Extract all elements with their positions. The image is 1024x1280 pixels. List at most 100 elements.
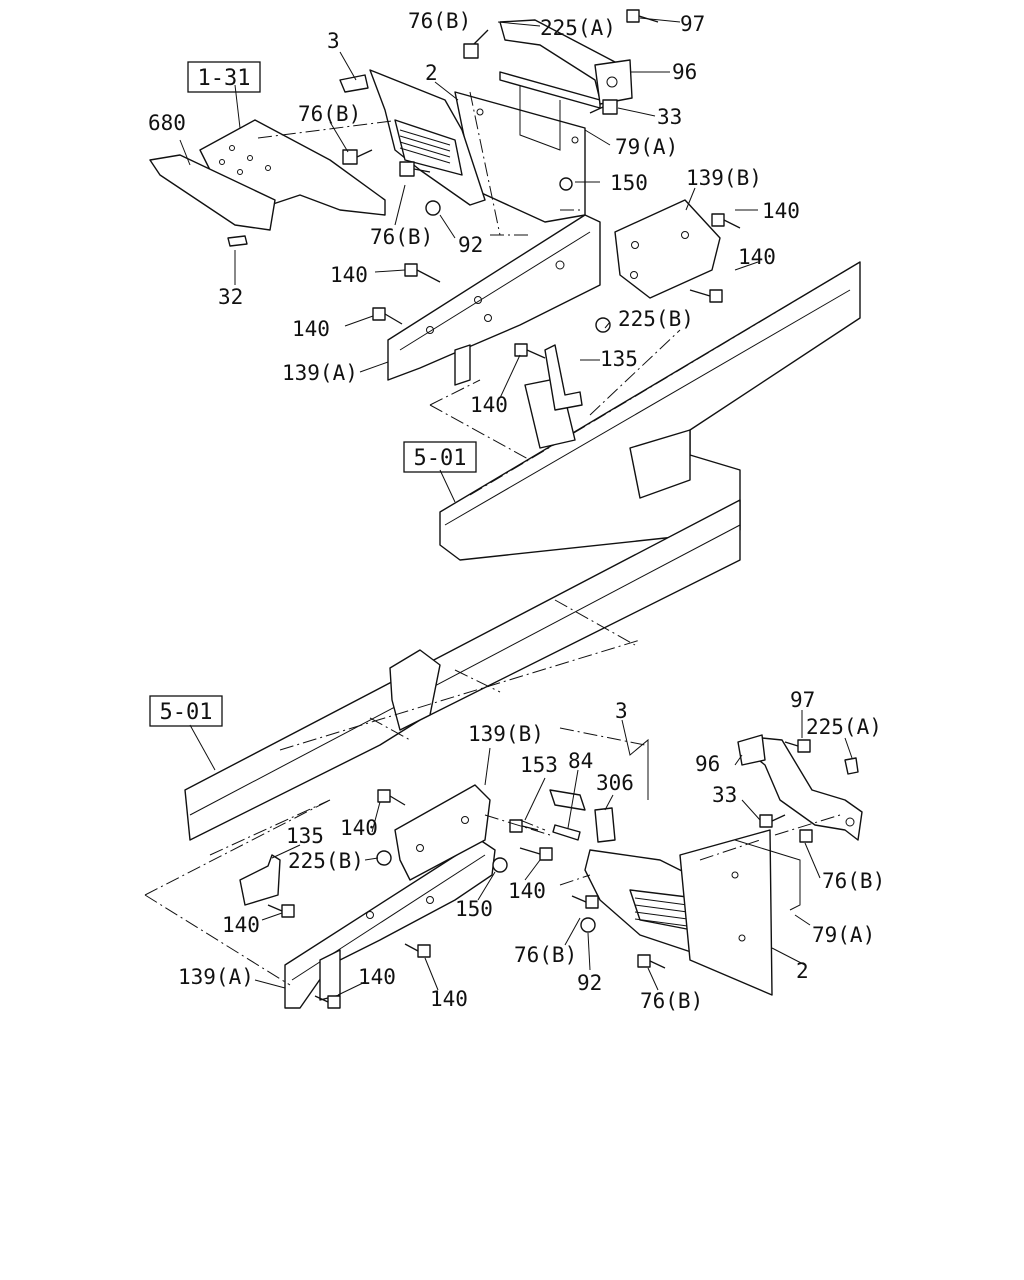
nut-92 bbox=[425, 200, 441, 216]
callout-33: 33 bbox=[657, 105, 682, 129]
bolt-140-b4 bbox=[404, 943, 431, 958]
ref-box-5-01-top[interactable]: 5-01 bbox=[403, 441, 477, 473]
callout-76b: 76(B) bbox=[408, 9, 471, 33]
callout-140: 140 bbox=[738, 245, 776, 269]
top-assembly bbox=[149, 9, 861, 561]
callout-140: 140 bbox=[292, 317, 330, 341]
bolt-140-b3 bbox=[267, 904, 295, 918]
callout-97: 97 bbox=[680, 12, 705, 36]
callout-225a: 225(A) bbox=[540, 16, 616, 40]
bolt-140-e bbox=[514, 343, 546, 359]
callouts-top: 76(B) 225(A) 97 3 2 96 76(B) 33 680 79(A… bbox=[148, 9, 800, 417]
callout-76b: 76(B) bbox=[640, 989, 703, 1013]
callout-140: 140 bbox=[330, 263, 368, 287]
callout-76b: 76(B) bbox=[298, 102, 361, 126]
nut-225b-b bbox=[376, 850, 392, 866]
plate-2-top bbox=[454, 71, 601, 223]
bolt-76b-b-left bbox=[571, 895, 599, 909]
bottom-assembly bbox=[144, 499, 863, 1009]
bracket-135-top bbox=[544, 344, 583, 411]
callout-139a: 139(A) bbox=[178, 965, 254, 989]
callout-150: 150 bbox=[610, 171, 648, 195]
callout-97: 97 bbox=[790, 688, 815, 712]
callout-79a: 79(A) bbox=[812, 923, 875, 947]
bolts-bottom bbox=[267, 739, 859, 1009]
callout-2: 2 bbox=[796, 959, 809, 983]
callout-225b: 225(B) bbox=[618, 307, 694, 331]
callout-96: 96 bbox=[672, 60, 697, 84]
callout-139b: 139(B) bbox=[686, 166, 762, 190]
callout-150: 150 bbox=[455, 897, 493, 921]
callout-3: 3 bbox=[327, 29, 340, 53]
bolt-76b-mid bbox=[342, 149, 373, 165]
bracket-139a-bottom bbox=[284, 839, 496, 1009]
callout-92: 92 bbox=[458, 233, 483, 257]
bolt-76b-b-bottom bbox=[637, 954, 666, 969]
clip-225a-b bbox=[844, 757, 859, 775]
dash-lines-bottom bbox=[144, 599, 841, 986]
bracket-139a-top bbox=[387, 214, 601, 386]
ref-box-1-31[interactable]: 1-31 bbox=[187, 61, 261, 93]
bolt-76b-low bbox=[399, 161, 431, 177]
bolt-140-a bbox=[404, 263, 441, 283]
callout-306: 306 bbox=[596, 771, 634, 795]
callout-32: 32 bbox=[218, 285, 243, 309]
callout-135: 135 bbox=[286, 824, 324, 848]
callout-84: 84 bbox=[568, 749, 593, 773]
callout-140: 140 bbox=[508, 879, 546, 903]
callout-225b: 225(B) bbox=[288, 849, 364, 873]
bolts-top bbox=[342, 9, 741, 359]
callout-2: 2 bbox=[425, 61, 438, 85]
nut-150-b bbox=[492, 857, 508, 873]
callouts-bottom: 97 225(A) 96 3 139(B) 153 84 306 33 135 … bbox=[178, 688, 885, 1013]
bolt-140-c bbox=[711, 213, 741, 229]
bracket-135-bottom bbox=[239, 854, 281, 906]
callout-140: 140 bbox=[762, 199, 800, 223]
callout-153: 153 bbox=[520, 753, 558, 777]
frame-rail-bottom bbox=[184, 499, 741, 841]
bolt-140-b5 bbox=[314, 995, 341, 1009]
callout-680: 680 bbox=[148, 111, 186, 135]
callout-139b: 139(B) bbox=[468, 722, 544, 746]
bolt-76b-b-right bbox=[799, 829, 813, 843]
step-680 bbox=[149, 119, 386, 231]
bolt-97-b bbox=[784, 739, 811, 753]
callout-140: 140 bbox=[340, 816, 378, 840]
plate-2-bottom bbox=[679, 829, 801, 996]
callout-96: 96 bbox=[695, 752, 720, 776]
ref-box-label: 5-01 bbox=[414, 446, 467, 471]
bolt-153 bbox=[509, 819, 539, 833]
callout-92: 92 bbox=[577, 971, 602, 995]
bolt-33 bbox=[589, 99, 618, 115]
callout-76b: 76(B) bbox=[370, 225, 433, 249]
nut-92-b bbox=[580, 917, 596, 933]
ref-box-label: 1-31 bbox=[198, 66, 251, 91]
bolt-76b-upper bbox=[463, 29, 489, 59]
bolt-140-b bbox=[372, 307, 403, 325]
clip-32-top bbox=[227, 235, 248, 247]
bolt-33-b bbox=[759, 814, 786, 828]
bolt-97 bbox=[626, 9, 659, 23]
bracket-96-bottom bbox=[737, 734, 863, 841]
frame-rail-top bbox=[439, 261, 861, 561]
callout-140: 140 bbox=[358, 965, 396, 989]
bracket-139b-bottom bbox=[394, 784, 491, 881]
callout-139a: 139(A) bbox=[282, 361, 358, 385]
ref-box-label: 5-01 bbox=[160, 700, 213, 725]
callout-225a: 225(A) bbox=[806, 715, 882, 739]
leaders-bottom bbox=[189, 710, 853, 996]
bracket-139b-top bbox=[614, 199, 721, 299]
bolt-140-b1 bbox=[377, 789, 406, 806]
guard-3-top bbox=[339, 69, 486, 206]
callout-33: 33 bbox=[712, 783, 737, 807]
pin-84 bbox=[552, 824, 581, 841]
ref-box-5-01-bottom[interactable]: 5-01 bbox=[149, 695, 223, 727]
callout-76b: 76(B) bbox=[514, 943, 577, 967]
callout-140: 140 bbox=[470, 393, 508, 417]
callout-135: 135 bbox=[600, 347, 638, 371]
callout-76b: 76(B) bbox=[822, 869, 885, 893]
callout-79a: 79(A) bbox=[615, 135, 678, 159]
nut-225b bbox=[595, 317, 611, 333]
nut-150 bbox=[559, 177, 573, 191]
